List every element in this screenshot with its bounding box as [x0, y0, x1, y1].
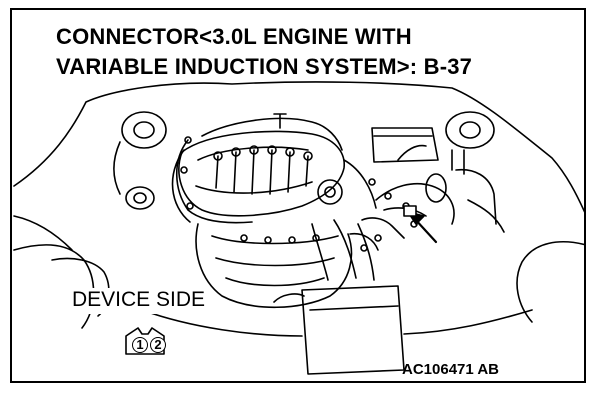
connector-pin-2: 2 — [150, 337, 166, 353]
figure-id: AC106471 AB — [402, 361, 499, 378]
connector-pin-1: 1 — [132, 337, 148, 353]
diagram-frame: CONNECTOR<3.0L ENGINE WITH VARIABLE INDU… — [10, 8, 586, 383]
diagram-title-line-2: VARIABLE INDUCTION SYSTEM>: B-37 — [56, 54, 473, 79]
diagram-title-line-1: CONNECTOR<3.0L ENGINE WITH — [56, 24, 412, 49]
device-side-label: DEVICE SIDE — [70, 288, 212, 314]
